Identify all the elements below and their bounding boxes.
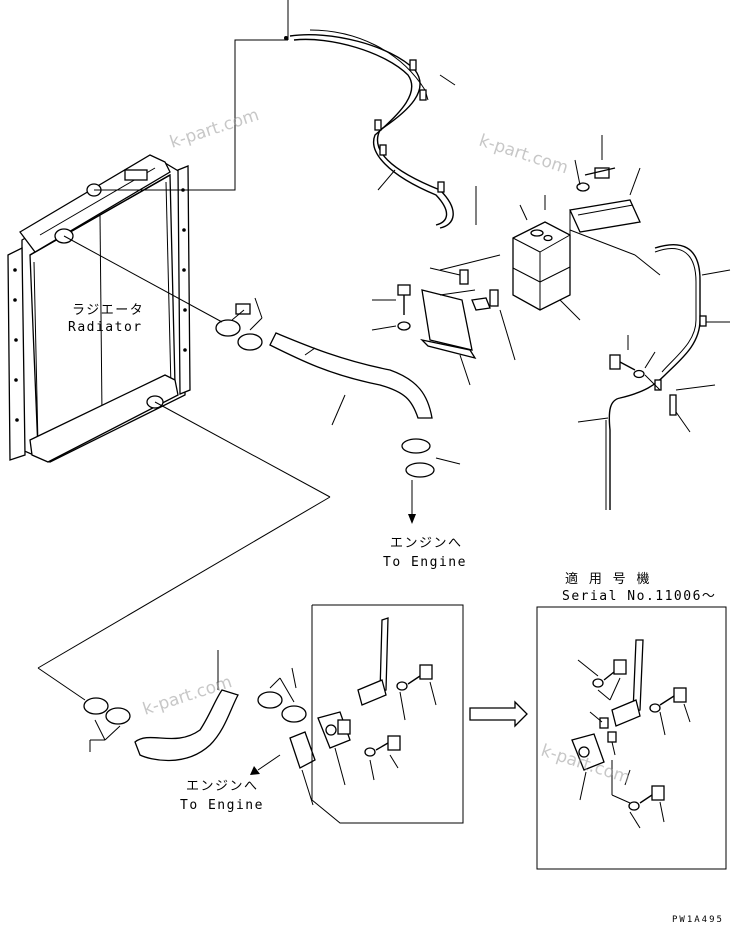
watermark-2: k-part.com [476, 131, 570, 179]
transition-arrow [469, 700, 528, 728]
watermark-1: k-part.com [167, 105, 261, 153]
reservoir-tank [512, 135, 661, 321]
arrow-to-engine-2 [250, 754, 281, 775]
arrow-to-engine-1 [408, 480, 416, 524]
serial-label-jp: 適 用 号 機 [565, 571, 651, 587]
serial-label-en: Serial No.11006～ [562, 589, 716, 604]
to-engine-label-jp-1: エンジンへ [390, 536, 463, 551]
to-engine-label-jp-2: エンジンへ [186, 779, 259, 794]
to-engine-label-en-1: To Engine [383, 555, 467, 570]
upper-hose [63, 235, 461, 498]
radiator-label-jp: ラジエータ [72, 303, 144, 318]
lower-hose [37, 496, 331, 806]
drawing-code: PW1A495 [672, 915, 724, 925]
detail-box-serial [536, 606, 727, 870]
radiator [7, 154, 191, 463]
to-engine-label-en-2: To Engine [180, 798, 264, 813]
detail-box-standard [311, 604, 464, 824]
mount-plate [371, 254, 516, 386]
radiator-label-en: Radiator [68, 320, 143, 335]
overflow-line [94, 0, 477, 229]
drain-tube [577, 244, 731, 510]
